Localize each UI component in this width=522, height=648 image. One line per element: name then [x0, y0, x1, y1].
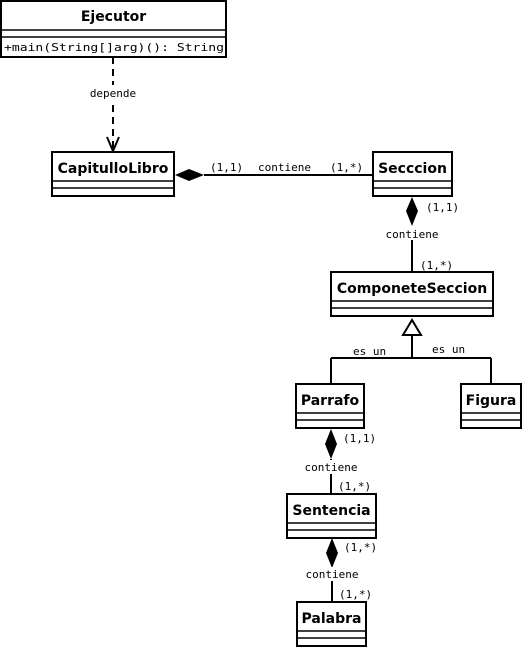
composition-diamond-icon: [406, 197, 418, 226]
composition-label-contiene: contiene: [305, 461, 358, 474]
class-sentencia-name: Sentencia: [292, 503, 370, 519]
generalization-componente: es un es un: [330, 318, 492, 384]
mult-seccion-top: (1,1): [426, 201, 459, 214]
mult-parrafo-top: (1,1): [343, 432, 376, 445]
inheritance-triangle-icon: [401, 318, 423, 336]
class-componeteseccion[interactable]: ComponeteSeccion: [330, 271, 494, 317]
composition-capitulo-seccion: (1,1) contiene (1,*): [175, 161, 373, 181]
composition-diamond-icon: [325, 429, 337, 459]
class-sentencia[interactable]: Sentencia: [286, 493, 377, 539]
class-ejecutor-name: Ejecutor: [81, 9, 146, 25]
class-secccion-name: Secccion: [378, 161, 447, 177]
generalization-label-figura: es un: [432, 343, 465, 356]
mult-sentencia-top: (1,*): [344, 541, 377, 554]
dependency-label: depende: [90, 87, 136, 100]
class-capitullolibro-name: CapitulloLibro: [58, 161, 169, 177]
class-capitullolibro[interactable]: CapitulloLibro: [51, 151, 175, 197]
class-figura[interactable]: Figura: [460, 383, 522, 429]
class-palabra-name: Palabra: [302, 611, 362, 627]
mult-componente-bottom: (1,*): [420, 259, 453, 272]
class-palabra[interactable]: Palabra: [296, 601, 367, 647]
mult-seccion-right: (1,*): [330, 161, 363, 174]
composition-label-contiene: contiene: [306, 568, 359, 581]
mult-capitulo-left: (1,1): [210, 161, 243, 174]
class-ejecutor[interactable]: Ejecutor +main(String[]arg)(): String: [0, 0, 227, 58]
mult-palabra-bottom: (1,*): [339, 588, 372, 601]
composition-seccion-componente: (1,1) contiene (1,*): [380, 197, 459, 272]
mult-sentencia-bottom: (1,*): [338, 480, 371, 493]
generalization-label-parrafo: es un: [353, 345, 386, 358]
class-componeteseccion-name: ComponeteSeccion: [337, 281, 487, 297]
composition-label-contiene: contiene: [386, 228, 439, 241]
composition-diamond-icon: [175, 169, 204, 181]
class-parrafo-name: Parrafo: [301, 393, 360, 409]
class-secccion[interactable]: Secccion: [372, 151, 453, 197]
class-ejecutor-operation: +main(String[]arg)(): String: [4, 42, 224, 54]
class-parrafo[interactable]: Parrafo: [295, 383, 365, 429]
class-figura-name: Figura: [466, 393, 517, 409]
composition-label-contiene: contiene: [258, 161, 311, 174]
dependency-ejecutor-capitulo: depende: [84, 57, 142, 154]
composition-diamond-icon: [326, 538, 338, 568]
composition-sentencia-palabra: (1,*) contiene (1,*): [300, 538, 377, 602]
composition-parrafo-sentencia: (1,1) contiene (1,*): [299, 429, 376, 494]
